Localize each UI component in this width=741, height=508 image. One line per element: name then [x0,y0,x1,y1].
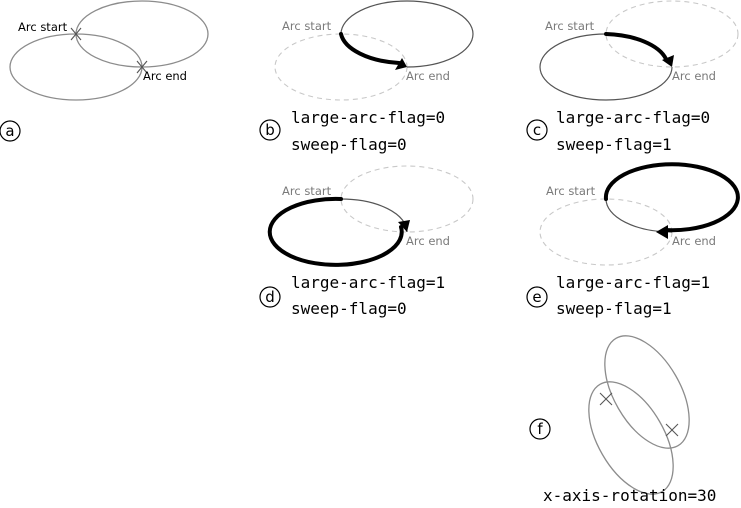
ellipse-lower-rotated [588,381,674,495]
ellipse-upper-remaining-arc [340,0,474,68]
arc-end-label: Arc end [406,234,450,248]
ellipse-ghost [274,33,408,101]
badge-f: f [529,418,551,440]
arc-start-label: Arc start [18,20,68,34]
arc-end-label: Arc end [143,69,187,83]
panel-d: Arc start Arc end d large-arc-flag=1 swe… [259,165,474,318]
arc-end-label: Arc end [672,234,716,248]
arc-end-marker [665,423,679,437]
badge-b: b [259,119,281,141]
badge-f-letter: f [537,420,543,438]
arc-start-label: Arc start [282,19,332,33]
selected-arc [603,162,740,233]
large-arc-flag-text: large-arc-flag=0 [291,108,445,127]
ellipse-lower-remaining-arc [340,198,408,233]
ellipse-upper-rotated [604,335,690,449]
large-arc-flag-text: large-arc-flag=1 [291,273,445,292]
badge-a: a [0,120,21,142]
arc-start-marker [599,392,613,406]
arc-arrowhead [656,225,668,239]
selected-arc [339,32,401,65]
large-arc-flag-text: large-arc-flag=1 [556,273,710,292]
badge-e: e [526,286,548,308]
badge-d: d [259,286,281,308]
arc-start-marker [70,27,82,41]
ellipse-lower [9,33,143,101]
badge-b-letter: b [265,121,275,139]
panel-e: Arc start Arc end e large-arc-flag=1 swe… [526,162,740,318]
arc-start-label: Arc start [545,19,595,33]
arc-start-label: Arc start [282,184,332,198]
panel-b: Arc start Arc end b large-arc-flag=0 swe… [259,0,474,154]
panel-a: Arc start Arc end a [0,0,209,142]
selected-arc [604,32,668,61]
sweep-flag-text: sweep-flag=0 [291,135,407,154]
panel-f: f x-axis-rotation=30 [529,335,716,505]
arc-arrowhead [662,55,674,67]
sweep-flag-text: sweep-flag=1 [556,299,672,318]
ellipse-ghost [539,198,673,266]
badge-d-letter: d [265,288,275,306]
arc-arrowhead [395,58,407,70]
x-axis-rotation-text: x-axis-rotation=30 [543,486,716,505]
arc-arrowhead [398,220,410,232]
badge-c: c [526,119,548,141]
arc-start-label: Arc start [546,184,596,198]
sweep-flag-text: sweep-flag=1 [556,135,672,154]
badge-a-letter: a [5,122,14,140]
arc-end-marker [136,60,148,74]
ellipse-lower-remaining-arc [539,33,673,101]
ellipse-ghost [340,165,474,233]
large-arc-flag-text: large-arc-flag=0 [556,108,710,127]
panel-c: Arc start Arc end c large-arc-flag=0 swe… [526,0,739,154]
badge-e-letter: e [532,288,541,306]
arc-end-label: Arc end [672,69,716,83]
selected-arc [267,196,404,267]
sweep-flag-text: sweep-flag=0 [291,299,407,318]
arc-end-label: Arc end [406,69,450,83]
ellipse-upper [75,0,209,68]
badge-c-letter: c [533,121,541,139]
ellipse-ghost [605,0,739,68]
